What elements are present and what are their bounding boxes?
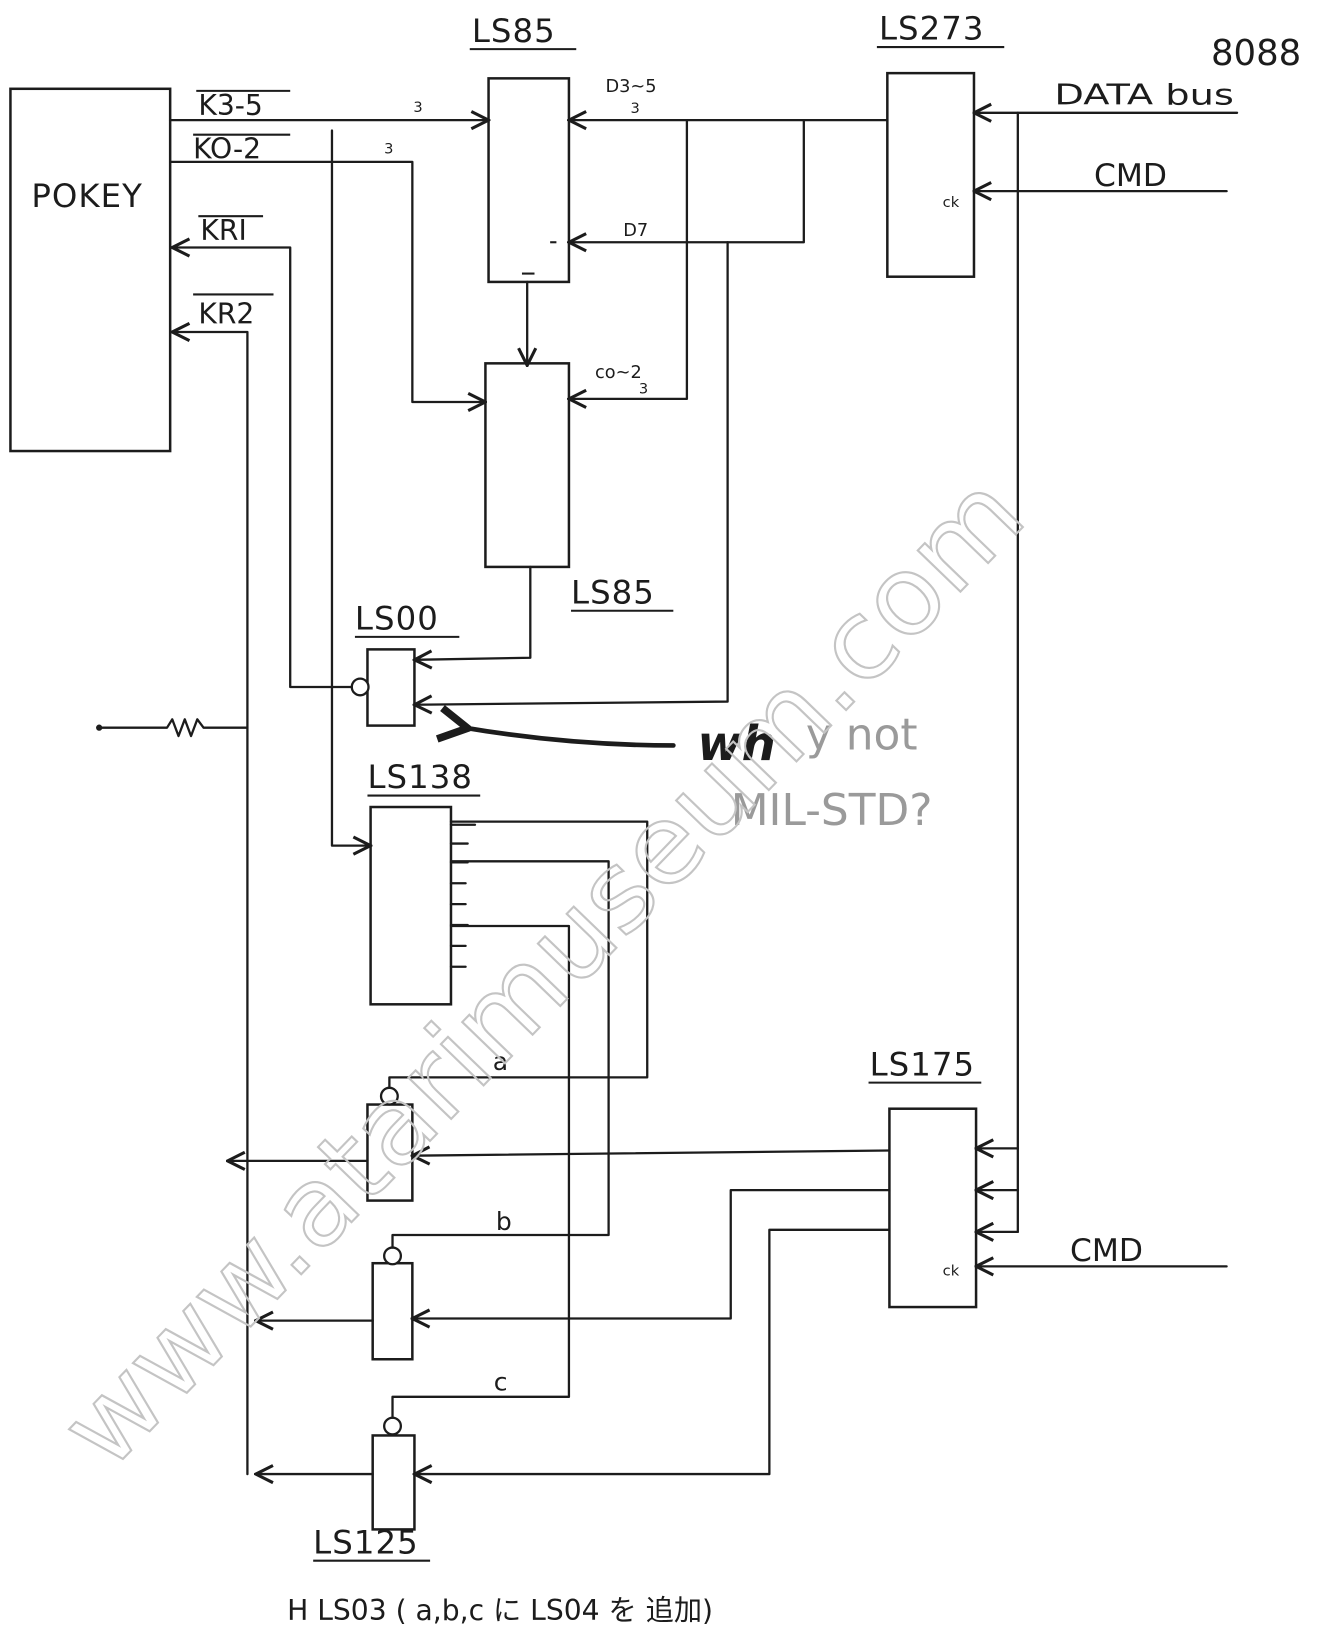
k3-5-bus-width: 3 [413,99,422,116]
ls273-box [886,71,976,278]
ls125-c-enable-bubble [383,1416,403,1436]
ls273-clock-label: ck [943,194,960,211]
ls125-gate-a-box [366,1103,414,1202]
wire-ls85-out-to-ls00 [414,565,532,660]
wire-select-a [388,820,649,1089]
ls175-label: LS175 [870,1045,976,1083]
annotation-text-faint: y not [806,710,918,761]
wire-kr2 [172,332,249,1476]
k0-2-bus-width: 3 [384,141,393,158]
k0-2-label: KO-2 [193,133,261,166]
ls00-output-bubble [350,677,370,697]
watermark: www.atarimuseum.com [36,450,1048,1492]
ls138-output-ticks [449,823,477,968]
ls138-label: LS138 [367,758,473,796]
ls175-box [888,1107,978,1309]
wire-c0-2 [569,118,689,399]
ls273-label: LS273 [879,10,985,48]
pullup-resistor [98,718,249,738]
ls85-bottom-label: LS85 [571,573,655,611]
ls175-clock-label: ck [943,1263,960,1280]
cmd-top-label: CMD [1094,158,1167,194]
wire-key-to-ls138 [330,129,371,846]
footnote: H LS03 ( a,b,c に LS04 を 追加) [287,1594,713,1627]
cmd-bottom-label: CMD [1070,1233,1143,1269]
ls138-box [369,805,453,1006]
select-line-a-label: a [493,1047,508,1076]
data-bus-label: DATA bus [1054,78,1234,111]
pokey-box [9,87,172,453]
ls00-label: LS00 [355,600,439,638]
ls125-b-enable-bubble [383,1246,403,1266]
annotation-text-dark: wh [697,716,776,772]
ls85-top-label: LS85 [472,12,556,50]
d3-5-bus-width: 3 [631,100,640,117]
d7-label: D7 [623,221,648,241]
annotation-arrow [465,728,676,748]
resistor-end-dot [96,724,103,731]
wire-select-c [391,924,571,1419]
wire-d7-to-ls00 [414,241,729,704]
k3-5-label: K3-5 [198,89,262,122]
ls125-gate-b-box [371,1261,414,1361]
pokey-label: POKEY [31,177,143,215]
ls125-label: LS125 [313,1523,419,1561]
kr2-label: KR2 [198,298,254,331]
wire-ls175-q3 [414,1228,891,1474]
c0-2-bus-width: 3 [639,381,648,398]
c0-2-label: co~2 [595,363,642,383]
annotation-text-line2: MIL-STD? [731,785,933,836]
ls125-gate-c-box [371,1434,416,1531]
wire-kr1 [172,247,353,689]
ls85-bottom-box [484,362,571,569]
wire-k0-2 [169,160,485,402]
ls85-top-box [487,77,571,284]
select-line-b-label: b [496,1207,512,1236]
wire-d7 [569,118,805,242]
cpu-label: 8088 [1211,33,1301,74]
wire-ls175-q2 [412,1188,891,1318]
d3-5-label: D3~5 [605,77,656,97]
wire-ls175-q1 [412,1150,891,1155]
wire-select-b [391,860,610,1249]
kr1-label: KRI [200,214,246,247]
ls00-gate-box [366,648,416,727]
select-line-c-label: c [494,1368,508,1397]
